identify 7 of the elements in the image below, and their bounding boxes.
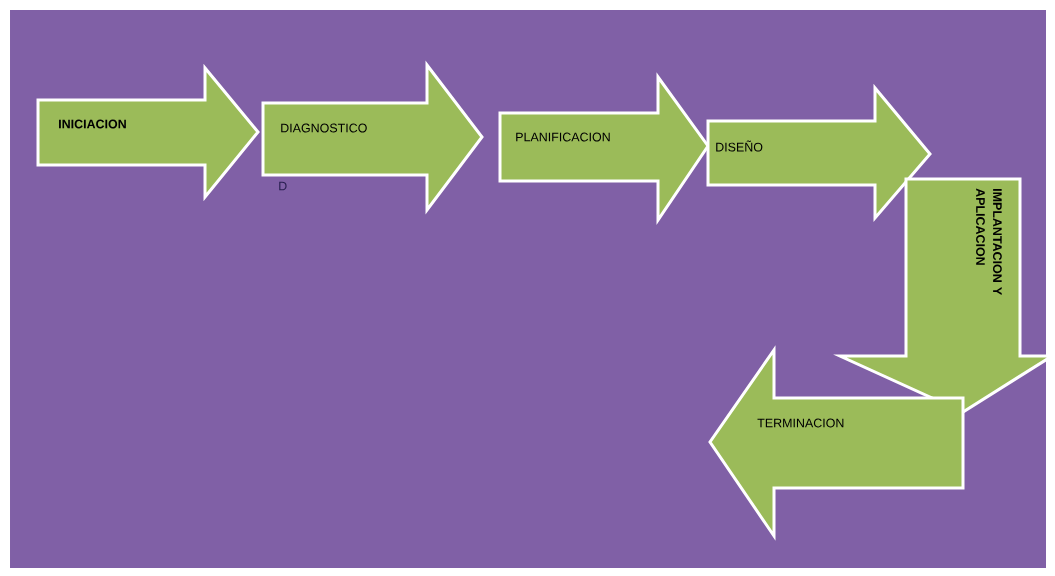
node-label: IMPLANTACION Y APLICACION	[976, 188, 1002, 295]
process-step: DISEÑO	[706, 83, 932, 223]
stray-letter: D	[279, 181, 287, 191]
process-step: PLANIFICACION	[498, 72, 710, 225]
process-step: TERMINACION	[708, 345, 965, 541]
process-step: IMPLANTACION Y APLICACION	[833, 177, 1055, 414]
process-step: INICIACION	[36, 63, 260, 202]
